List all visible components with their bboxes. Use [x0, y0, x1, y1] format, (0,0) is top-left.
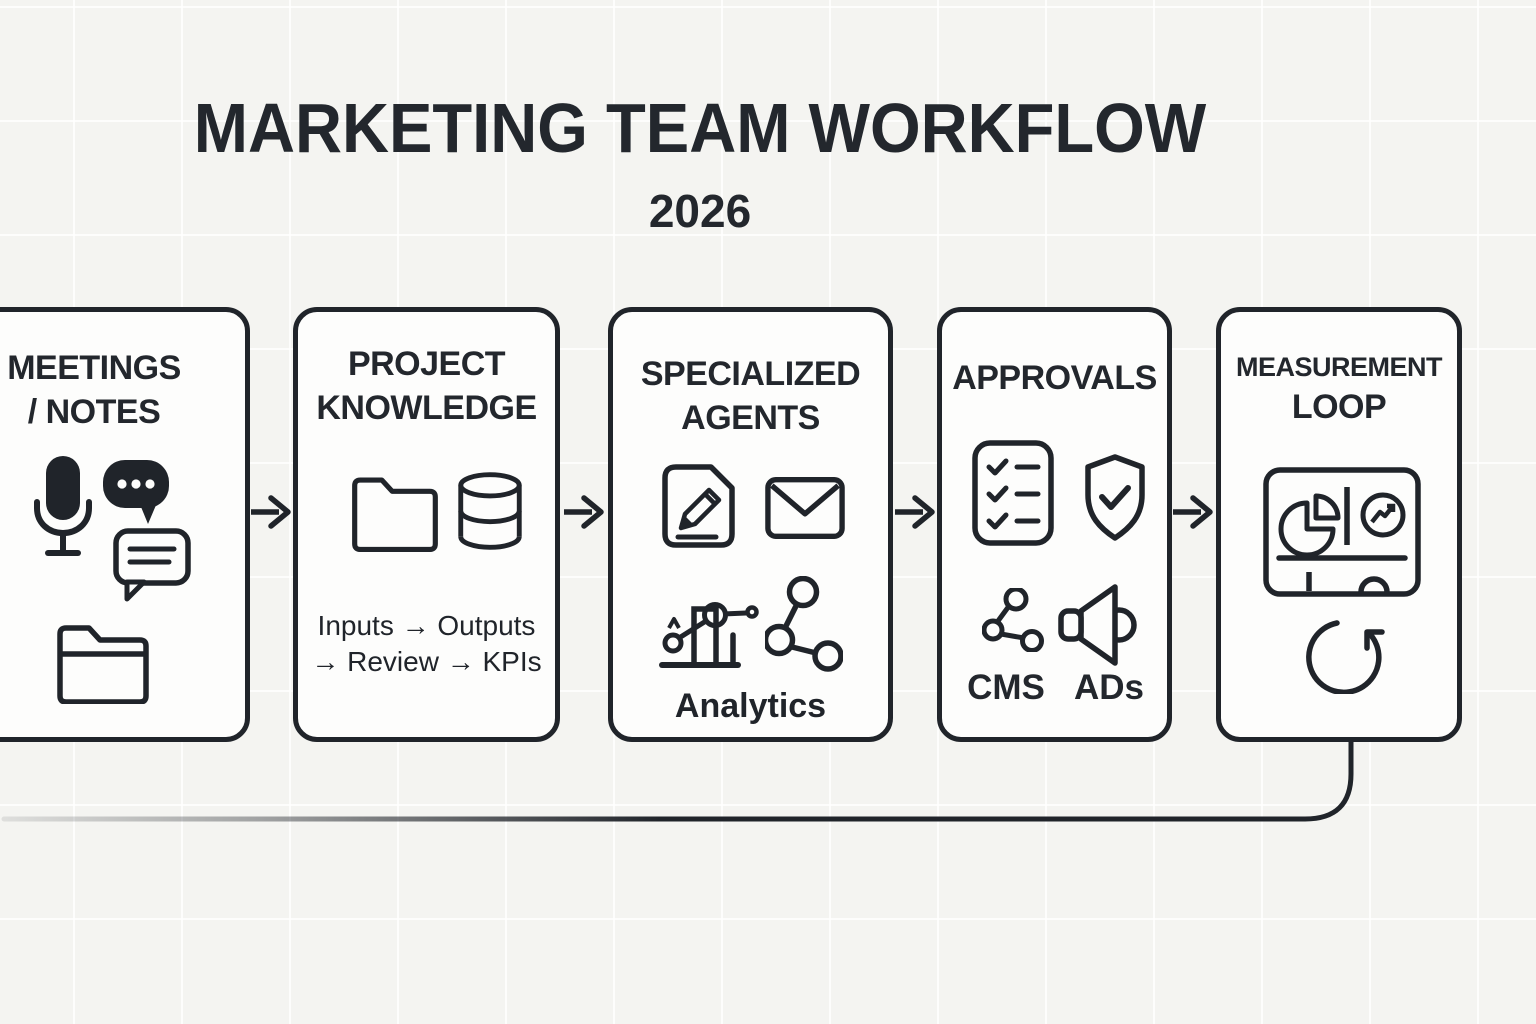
- flow-arrow-2: [564, 495, 604, 529]
- dashboard-icon: [1263, 467, 1421, 597]
- node-title: PROJECT KNOWLEDGE: [316, 345, 537, 428]
- node-title: MEASUREMENT LOOP: [1235, 352, 1443, 427]
- cms-label: CMS: [967, 668, 1045, 707]
- database-icon: [458, 472, 522, 550]
- shield-check-icon: [1085, 454, 1145, 541]
- page-title: MARKETING TEAM WORKFLOW: [193, 89, 1207, 167]
- node-title: APPROVALS: [952, 359, 1157, 397]
- node-meetings-notes: MEETINGS / NOTES: [0, 307, 250, 742]
- flow-arrow-1: [251, 495, 291, 529]
- microphone-icon: [34, 456, 92, 556]
- page-subtitle: 2026: [648, 185, 752, 237]
- note-pencil-icon: [662, 464, 735, 548]
- node-title: MEETINGS / NOTES: [7, 349, 181, 432]
- folder-icon: [352, 477, 438, 552]
- node-title: SPECIALIZED AGENTS: [640, 355, 861, 438]
- analytics-label: Analytics: [674, 687, 827, 725]
- chat-bubble-dots-icon: [103, 460, 169, 524]
- checklist-icon: [972, 440, 1054, 546]
- node-specialized-agents: SPECIALIZED AGENTS: [608, 307, 893, 742]
- flow-arrow-4: [1173, 495, 1213, 529]
- chat-bubble-lines-icon: [113, 528, 191, 602]
- network-icon: [765, 576, 843, 672]
- bar-chart-icon: [659, 602, 759, 668]
- speaker-icon: [1058, 584, 1137, 666]
- flow-arrow-3: [895, 495, 935, 529]
- ads-label: ADs: [1073, 668, 1145, 707]
- node-approvals: APPROVALS CMS ADs: [937, 307, 1172, 742]
- pipeline-caption: Inputs → Outputs → Review → KPIs: [311, 610, 542, 678]
- share-nodes-icon: [982, 588, 1044, 652]
- node-measurement-loop: MEASUREMENT LOOP: [1216, 307, 1462, 742]
- folder-icon: [57, 625, 149, 704]
- refresh-loop-icon: [1306, 620, 1385, 694]
- node-project-knowledge: PROJECT KNOWLEDGE Inputs → Outputs → Rev…: [293, 307, 560, 742]
- envelope-icon: [765, 477, 845, 539]
